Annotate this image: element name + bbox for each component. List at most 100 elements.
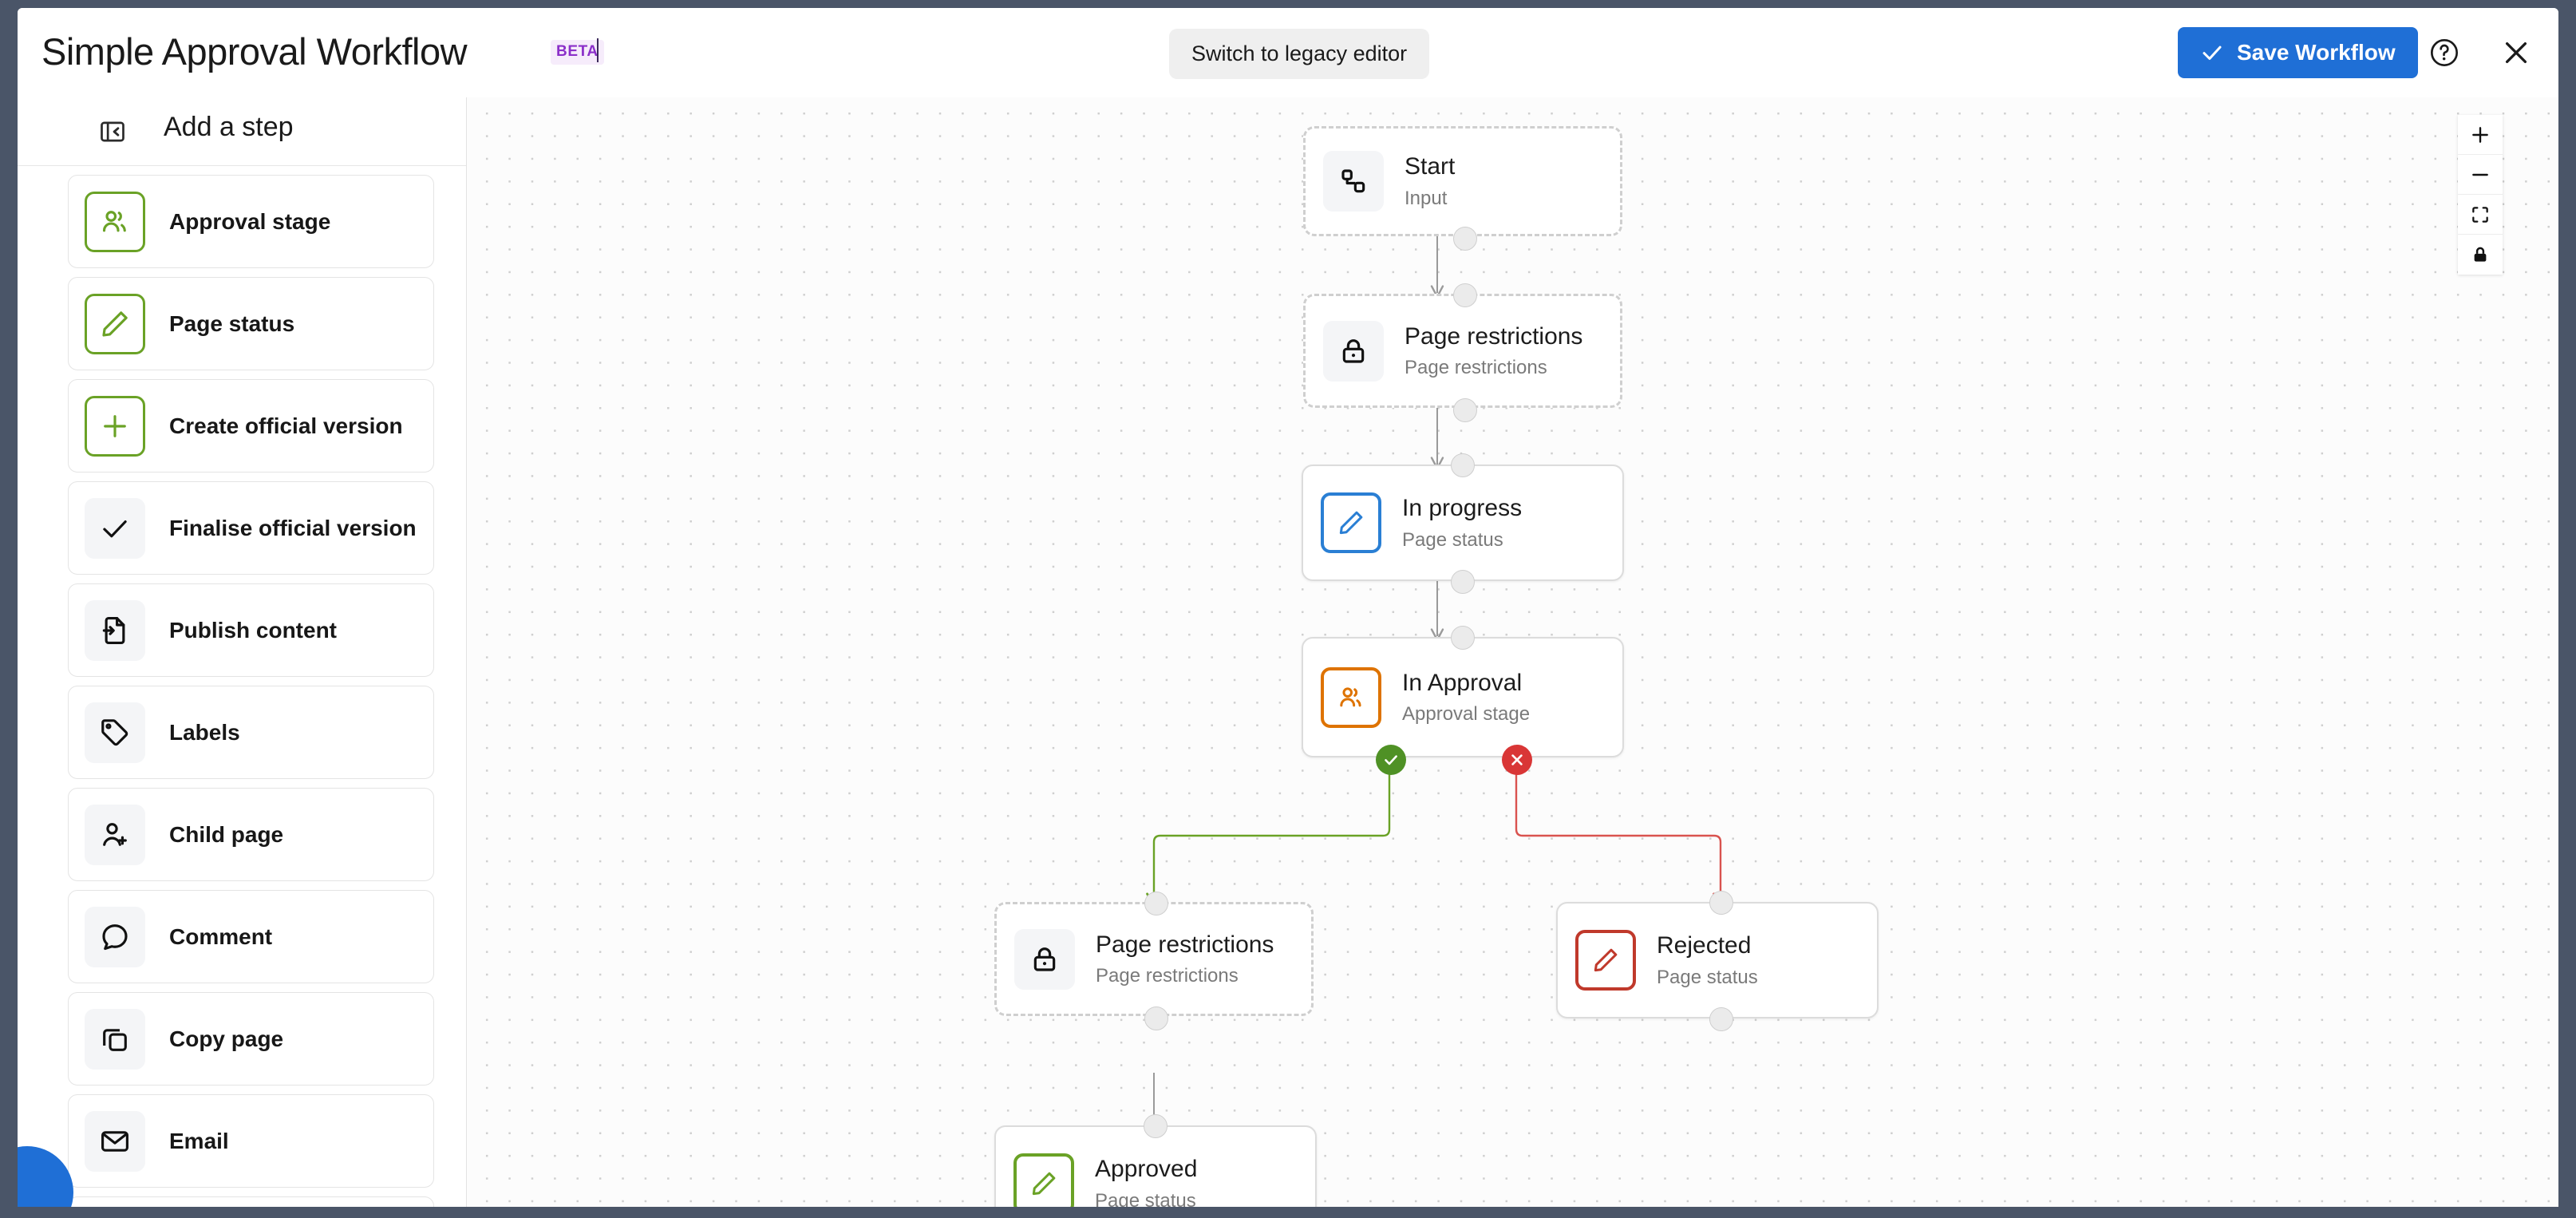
node-handle-top[interactable]	[1144, 1114, 1167, 1138]
sidebar-item-label: Page status	[169, 310, 295, 336]
node-in-approval[interactable]: In Approval Approval stage	[1302, 626, 1624, 775]
comment-icon	[85, 906, 145, 967]
save-workflow-button[interactable]: Save Workflow	[2178, 27, 2418, 78]
node-handle-bottom[interactable]	[1709, 1007, 1733, 1031]
node-handle-bottom[interactable]	[1453, 398, 1477, 422]
title-text-caret	[597, 38, 599, 62]
fit-view-icon	[2472, 206, 2488, 223]
node-approved[interactable]: Approved Page status	[994, 1114, 1317, 1207]
pencil-icon	[1013, 1153, 1074, 1207]
node-rejected[interactable]: Rejected Page status	[1556, 891, 1879, 1031]
node-handle-top[interactable]	[1451, 453, 1475, 477]
switch-to-legacy-editor-button[interactable]: Switch to legacy editor	[1169, 29, 1430, 79]
sidebar-title: Add a step	[164, 112, 294, 142]
toggle-lock-button[interactable]	[2458, 235, 2503, 275]
node-subtitle: Page restrictions	[1405, 357, 1547, 379]
node-page-restrictions-1[interactable]: Page restrictions Page restrictions	[1303, 283, 1622, 422]
sidebar-item-create-official-version[interactable]: Create official version	[68, 379, 434, 473]
node-subtitle: Input	[1405, 187, 1448, 209]
node-handle-top[interactable]	[1453, 283, 1477, 307]
node-text: Approved Page status	[1095, 1154, 1197, 1207]
node-text: Page restrictions Page restrictions	[1405, 322, 1582, 381]
node-title: In Approval	[1402, 669, 1523, 696]
panel-collapse-icon	[101, 121, 124, 142]
node-title: Start	[1405, 153, 1456, 180]
help-circle-icon	[2431, 39, 2458, 66]
sidebar-item-label: Create official version	[169, 413, 403, 438]
node-page-restrictions-2[interactable]: Page restrictions Page restrictions	[994, 892, 1314, 1030]
close-button[interactable]	[2495, 32, 2537, 73]
sidebar-item-approval-stage[interactable]: Approval stage	[68, 175, 434, 268]
user-plus-icon	[85, 804, 145, 865]
collapse-sidebar-button[interactable]	[96, 115, 129, 148]
sidebar-item-label: Email	[169, 1128, 229, 1153]
sidebar-item-labels[interactable]: Labels	[68, 686, 434, 779]
node-handle-top[interactable]	[1709, 891, 1733, 915]
zoom-in-button[interactable]	[2458, 115, 2503, 155]
pencil-icon	[1321, 492, 1381, 553]
check-icon	[2203, 45, 2222, 60]
node-text: In progress Page status	[1402, 493, 1522, 552]
node-handle-bottom[interactable]	[1144, 1006, 1168, 1030]
node-handle-top[interactable]	[1144, 892, 1168, 915]
node-title: Page restrictions	[1096, 931, 1274, 958]
sidebar-item-finalise-official-version[interactable]: Finalise official version	[68, 481, 434, 575]
sidebar-header: Add a step	[18, 97, 466, 166]
node-handle-top[interactable]	[1451, 626, 1475, 650]
sidebar-item-child-page[interactable]: Child page	[68, 788, 434, 881]
lock-icon	[1323, 320, 1384, 382]
help-button[interactable]	[2424, 32, 2465, 73]
envelope-icon	[85, 1110, 145, 1172]
zoom-out-button[interactable]	[2458, 155, 2503, 195]
workflow-canvas[interactable]: Start Input Page restrictions Page restr…	[467, 97, 2558, 1207]
node-subtitle: Page status	[1657, 966, 1758, 988]
node-start[interactable]: Start Input	[1303, 126, 1622, 251]
pencil-icon	[85, 293, 145, 354]
flow-start-icon	[1323, 151, 1384, 212]
node-title: In progress	[1402, 495, 1523, 522]
sidebar-item-label: Child page	[169, 821, 284, 847]
node-handle-bottom[interactable]	[1451, 570, 1475, 594]
node-title: Approved	[1095, 1156, 1198, 1183]
node-subtitle: Page restrictions	[1096, 965, 1239, 987]
publish-icon	[85, 599, 145, 661]
pencil-icon	[1575, 930, 1636, 991]
check-circle-icon	[1385, 755, 1397, 765]
users-icon	[85, 191, 145, 252]
plus-icon	[85, 395, 145, 457]
sidebar-item-page-status[interactable]: Page status	[68, 277, 434, 370]
beta-badge: BETA	[551, 40, 604, 65]
reject-handle[interactable]	[1502, 745, 1532, 775]
sidebar-item-copy-page[interactable]: Copy page	[68, 992, 434, 1086]
sidebar-item-publish-content[interactable]: Publish content	[68, 583, 434, 677]
zoom-in-icon	[2472, 126, 2488, 143]
node-text: In Approval Approval stage	[1402, 668, 1530, 727]
fit-view-button[interactable]	[2458, 195, 2503, 235]
edge-approve-branch	[1146, 758, 1391, 908]
save-workflow-label: Save Workflow	[2237, 40, 2396, 65]
lock-icon	[1014, 928, 1075, 990]
sidebar-item-comment[interactable]: Comment	[68, 890, 434, 983]
node-handle-bottom[interactable]	[1453, 227, 1477, 251]
node-subtitle: Page status	[1402, 528, 1503, 551]
sidebar-item-partial[interactable]	[68, 1196, 434, 1207]
step-list[interactable]: Approval stage Page status Create	[18, 166, 466, 1207]
add-step-sidebar: Add a step Approval stage	[18, 97, 467, 1207]
node-title: Rejected	[1657, 932, 1752, 959]
sidebar-item-label: Copy page	[169, 1026, 284, 1051]
node-subtitle: Page status	[1095, 1189, 1196, 1207]
node-text: Page restrictions Page restrictions	[1096, 930, 1274, 989]
check-icon	[85, 497, 145, 559]
node-in-progress[interactable]: In progress Page status	[1302, 453, 1624, 594]
sidebar-item-label: Comment	[169, 923, 273, 949]
approve-handle[interactable]	[1376, 745, 1406, 775]
edge-reject-branch	[1515, 758, 1729, 908]
page-title: Simple Approval Workflow	[41, 30, 468, 73]
canvas-controls	[2458, 115, 2503, 275]
sidebar-item-email[interactable]: Email	[68, 1094, 434, 1188]
node-text: Start Input	[1405, 152, 1455, 211]
tag-icon	[85, 702, 145, 763]
users-icon	[1321, 666, 1381, 728]
node-title: Page restrictions	[1405, 322, 1583, 350]
sidebar-item-label: Finalise official version	[169, 515, 417, 540]
